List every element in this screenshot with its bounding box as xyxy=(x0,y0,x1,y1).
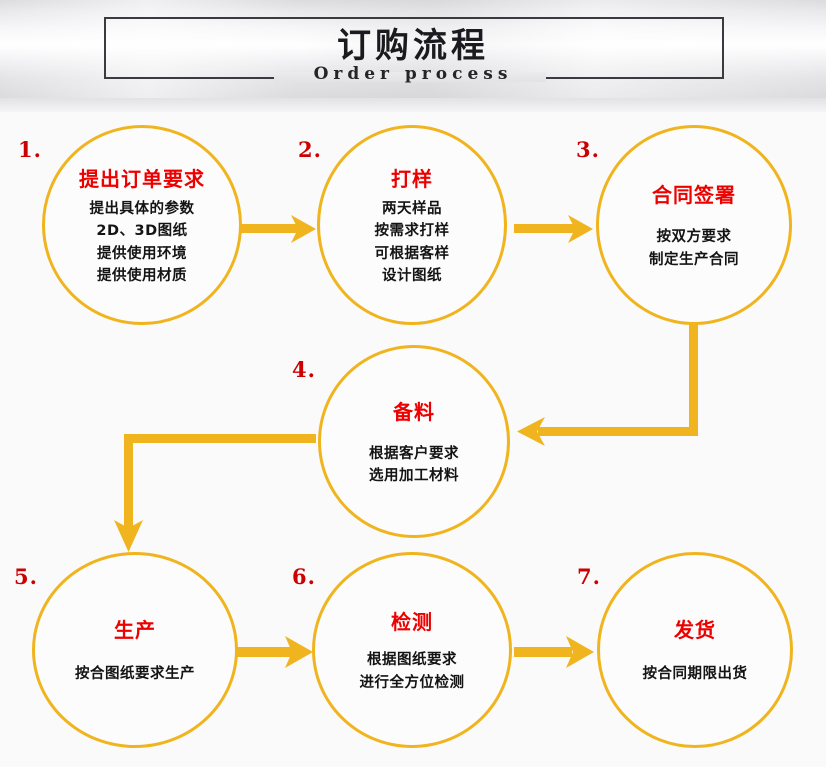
arrow-5-to-6 xyxy=(234,636,313,668)
step-body-2: 两天样品 按需求打样 可根据客样 设计图纸 xyxy=(375,198,450,288)
arrow-6-to-7 xyxy=(514,636,594,668)
step-number-3: 3. xyxy=(576,137,600,162)
step-node-1[interactable]: 提出订单要求 提出具体的参数 2D、3D图纸 提供使用环境 提供使用材质 xyxy=(42,125,242,325)
step-body-6: 根据图纸要求 进行全方位检测 xyxy=(360,649,465,694)
step-body-7: 按合同期限出货 xyxy=(643,663,748,685)
step-body-line: 按合同期限出货 xyxy=(642,666,748,683)
step-title-3: 合同签署 xyxy=(652,183,736,208)
page-title: 订购流程 xyxy=(337,26,489,66)
step-title-4: 备料 xyxy=(393,399,435,424)
step-body-5: 按合图纸要求生产 xyxy=(75,663,195,685)
step-body-line: 根据客户要求 xyxy=(369,445,459,462)
step-title-2: 打样 xyxy=(391,166,433,191)
arrow-2-to-3 xyxy=(514,215,593,243)
step-node-6[interactable]: 检测 根据图纸要求 进行全方位检测 xyxy=(312,552,512,748)
step-body-line: 设计图纸 xyxy=(382,267,442,284)
step-title-7: 发货 xyxy=(674,618,716,643)
step-title-1: 提出订单要求 xyxy=(79,166,205,191)
step-body-line: 提供使用环境 xyxy=(97,245,187,262)
step-title-6: 检测 xyxy=(391,610,433,635)
title-frame-bottom-gap xyxy=(274,72,546,82)
step-node-7[interactable]: 发货 按合同期限出货 xyxy=(597,552,793,748)
step-body-line: 提出具体的参数 xyxy=(89,200,195,217)
order-process-flowchart: 1. 提出订单要求 提出具体的参数 2D、3D图纸 提供使用环境 提供使用材质 … xyxy=(0,112,826,767)
step-body-line: 根据图纸要求 xyxy=(367,652,457,669)
step-body-line: 两天样品 xyxy=(382,200,442,217)
step-node-4[interactable]: 备料 根据客户要求 选用加工材料 xyxy=(318,345,510,538)
step-body-line: 2D、3D图纸 xyxy=(96,223,188,240)
step-node-3[interactable]: 合同签署 按双方要求 制定生产合同 xyxy=(596,125,792,325)
arrow-1-to-2 xyxy=(237,215,316,243)
step-body-line: 按需求打样 xyxy=(374,223,450,240)
step-node-2[interactable]: 打样 两天样品 按需求打样 可根据客样 设计图纸 xyxy=(317,125,507,325)
step-number-1: 1. xyxy=(18,137,42,162)
step-body-line: 可根据客样 xyxy=(374,245,450,262)
page-subtitle: Order process xyxy=(313,64,513,84)
arrow-4-to-5 xyxy=(114,434,316,552)
step-body-line: 提供使用材质 xyxy=(97,267,187,284)
step-number-5: 5. xyxy=(14,564,38,589)
step-body-1: 提出具体的参数 2D、3D图纸 提供使用环境 提供使用材质 xyxy=(90,198,195,288)
step-body-line: 制定生产合同 xyxy=(649,251,739,268)
step-body-3: 按双方要求 制定生产合同 xyxy=(649,226,739,271)
arrow-3-to-4 xyxy=(517,323,698,446)
step-node-5[interactable]: 生产 按合图纸要求生产 xyxy=(32,552,238,748)
step-number-6: 6. xyxy=(292,564,316,589)
step-body-line: 按合图纸要求生产 xyxy=(75,666,195,683)
step-number-2: 2. xyxy=(298,137,322,162)
step-body-line: 进行全方位检测 xyxy=(359,674,465,691)
header-background xyxy=(0,0,826,98)
connector-arrows-layer xyxy=(114,215,698,668)
step-title-5: 生产 xyxy=(114,618,156,643)
step-body-line: 选用加工材料 xyxy=(369,468,459,484)
step-number-4: 4. xyxy=(292,357,316,382)
header-lower-strip xyxy=(0,98,826,112)
step-body-4: 根据客户要求 选用加工材料 xyxy=(369,443,459,488)
step-number-7: 7. xyxy=(577,564,601,589)
step-body-line: 按双方要求 xyxy=(656,229,732,246)
